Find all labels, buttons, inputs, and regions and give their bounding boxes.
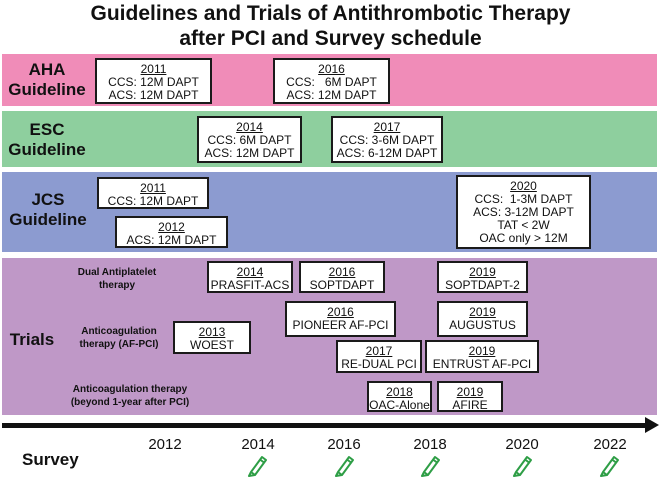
box-year: 2014: [236, 265, 264, 279]
box-line: OAC only > 12M: [479, 231, 568, 245]
box-line: AUGUSTUS: [449, 318, 516, 332]
oac-label-line-1: Anticoagulation: [81, 326, 157, 337]
box-line: TAT < 2W: [497, 218, 550, 232]
jcs-guideline-2020: 2020 CCS: 1-3M DAPT ACS: 3-12M DAPT TAT …: [456, 175, 591, 249]
trials-band-label: Trials: [9, 330, 55, 349]
box-line: RE-DUAL PCI: [341, 357, 417, 371]
dapt-therapy-label: Dual Antiplatelet therapy: [62, 266, 172, 292]
box-year: 2017: [373, 120, 401, 134]
trial-soptdapt-2: 2019 SOPTDAPT-2: [437, 261, 528, 293]
trial-re-dual-pci: 2017 RE-DUAL PCI: [336, 340, 422, 373]
oac-beyond-label: Anticoagulation therapy (beyond 1-year a…: [55, 383, 205, 409]
box-line: ACS: 12M DAPT: [126, 233, 217, 247]
box-year: 2011: [140, 62, 167, 76]
jcs-label-line-1: JCS: [31, 190, 65, 209]
box-line: OAC-Alone: [369, 398, 430, 412]
trial-oac-alone: 2018 OAC-Alone: [367, 381, 432, 412]
box-line: ENTRUST AF-PCI: [432, 357, 532, 371]
esc-guideline-2014: 2014 CCS: 6M DAPT ACS: 12M DAPT: [197, 116, 302, 163]
timeline-axis: [2, 423, 647, 428]
beyond-label-line-1: Anticoagulation therapy: [72, 384, 188, 395]
box-line: CCS: 6M DAPT: [207, 133, 292, 147]
timeline-tick-2020: 2020: [505, 436, 539, 453]
aha-guideline-2016: 2016 CCS: 6M DAPT ACS: 12M DAPT: [273, 58, 390, 104]
box-line: CCS: 6M DAPT: [286, 75, 377, 89]
box-line: SOPTDAPT-2: [445, 278, 520, 292]
box-line: ACS: 12M DAPT: [286, 88, 377, 102]
box-year: 2014: [236, 120, 263, 134]
jcs-label-line-2: Guideline: [9, 210, 87, 229]
timeline-tick-2012: 2012: [148, 436, 182, 453]
box-line: ACS: 3-12M DAPT: [473, 205, 574, 219]
esc-guideline-2017: 2017 CCS: 3-6M DAPT ACS: 6-12M DAPT: [331, 116, 443, 163]
box-year: 2016: [327, 305, 354, 319]
esc-band-label: ESC Guideline: [2, 120, 92, 160]
survey-label: Survey: [22, 450, 79, 469]
title-line-2: after PCI and Survey schedule: [179, 27, 482, 50]
box-line: ACS: 12M DAPT: [108, 88, 199, 102]
dapt-label-line-1: Dual Antiplatelet: [77, 267, 157, 278]
box-line: ACS: 6-12M DAPT: [336, 146, 438, 160]
box-year: 2019: [469, 265, 496, 279]
esc-label-line-1: ESC: [29, 120, 65, 139]
pencil-icon: [513, 456, 532, 477]
trial-soptdapt: 2016 SOPTDAPT: [299, 261, 385, 293]
trial-entrust-af-pci: 2019 ENTRUST AF-PCI: [425, 340, 539, 373]
box-line: CCS: 3-6M DAPT: [339, 133, 435, 147]
box-year: 2018: [386, 385, 413, 399]
aha-label-line-2: Guideline: [8, 80, 86, 99]
trial-afire: 2019 AFIRE: [437, 381, 503, 412]
timeline-arrowhead: [645, 417, 659, 433]
jcs-guideline-2012: 2012 ACS: 12M DAPT: [115, 216, 228, 248]
box-year: 2019: [469, 305, 496, 319]
box-year: 2017: [365, 344, 393, 358]
jcs-band-label: JCS Guideline: [2, 190, 94, 230]
box-line: PIONEER AF-PCI: [292, 318, 389, 332]
aha-label-line-1: AHA: [28, 60, 66, 79]
box-year: 2012: [158, 220, 185, 234]
jcs-guideline-2011: 2011 CCS: 12M DAPT: [97, 177, 209, 209]
esc-label-line-2: Guideline: [8, 140, 86, 159]
trial-woest: 2013 WOEST: [173, 321, 251, 354]
box-year: 2016: [318, 62, 345, 76]
box-year: 2019: [468, 344, 496, 358]
box-line: CCS: 1-3M DAPT: [474, 192, 573, 206]
timeline-tick-2016: 2016: [327, 436, 361, 453]
pencil-icon: [248, 456, 267, 477]
trial-pioneer-af-pci: 2016 PIONEER AF-PCI: [285, 301, 396, 337]
dapt-label-line-2: therapy: [98, 280, 136, 291]
oac-label-line-2: therapy (AF-PCI): [79, 339, 159, 350]
pencil-icon: [421, 456, 440, 477]
box-year: 2016: [328, 265, 356, 279]
box-line: SOPTDAPT: [309, 278, 375, 292]
box-line: WOEST: [190, 338, 234, 352]
beyond-label-line-2: (beyond 1-year after PCI): [70, 397, 190, 408]
title-line-1: Guidelines and Trials of Antithrombotic …: [90, 2, 571, 25]
trial-prasfit-acs: 2014 PRASFIT-ACS: [207, 261, 293, 293]
box-line: CCS: 12M DAPT: [107, 194, 199, 208]
box-line: PRASFIT-ACS: [210, 278, 290, 292]
box-year: 2020: [510, 179, 537, 193]
box-year: 2011: [140, 181, 166, 195]
box-line: ACS: 12M DAPT: [204, 146, 295, 160]
timeline-tick-2014: 2014: [241, 436, 275, 453]
pencil-icon: [335, 456, 354, 477]
timeline-tick-2018: 2018: [413, 436, 447, 453]
box-year: 2013: [198, 325, 226, 339]
esc-band: ESC Guideline: [2, 111, 657, 167]
timeline-tick-2022: 2022: [593, 436, 627, 453]
box-line: AFIRE: [452, 398, 488, 412]
aha-band-label: AHA Guideline: [2, 60, 92, 100]
box-line: CCS: 12M DAPT: [108, 75, 199, 89]
aha-guideline-2011: 2011 CCS: 12M DAPT ACS: 12M DAPT: [95, 58, 212, 104]
box-year: 2019: [456, 385, 484, 399]
pencil-icon: [600, 456, 619, 477]
oac-af-pci-label: Anticoagulation therapy (AF-PCI): [64, 325, 174, 351]
trial-augustus: 2019 AUGUSTUS: [437, 301, 528, 337]
